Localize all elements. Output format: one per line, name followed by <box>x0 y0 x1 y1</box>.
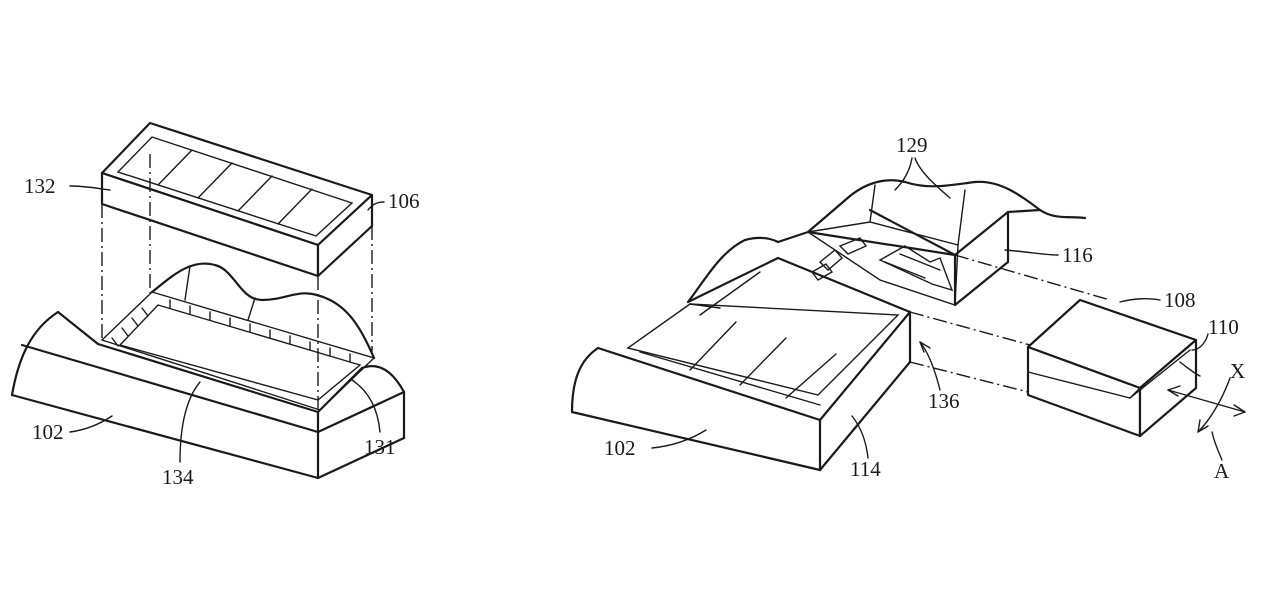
leader-132 <box>69 185 111 191</box>
arrow-a-curve <box>1197 377 1231 433</box>
leader-129-b <box>914 157 951 199</box>
spring-contacts <box>810 237 954 292</box>
leader-131 <box>351 379 381 433</box>
leader-129-a <box>894 157 913 191</box>
leader-102-left <box>69 415 113 433</box>
label-110: 110 <box>1208 315 1239 339</box>
base-front-top-edge <box>20 343 320 434</box>
leader-108 <box>1119 297 1161 303</box>
recess-wall-ticks <box>111 299 351 363</box>
base-wavy-back <box>150 262 376 360</box>
label-114: 114 <box>850 457 881 481</box>
housing-116-side-wall <box>953 210 1010 307</box>
base-right-top-face-bg <box>600 302 910 420</box>
base-102-left <box>10 262 406 480</box>
leader-114 <box>851 415 869 459</box>
recess-134-floor <box>118 304 362 401</box>
label-102-left: 102 <box>32 420 64 444</box>
left-figure: 132 106 102 134 131 <box>10 121 420 489</box>
base-broken-edge-right <box>360 365 406 394</box>
module-106-inner-panel <box>116 136 354 237</box>
right-figure: 129 116 108 110 X 136 102 114 A <box>570 133 1246 483</box>
label-x: X <box>1230 359 1245 383</box>
pocket-interior <box>806 221 959 306</box>
module-106 <box>100 121 374 278</box>
leader-116 <box>1004 249 1059 256</box>
housing-wavy-top <box>848 179 1087 220</box>
leader-106 <box>367 201 385 211</box>
base-right-broken-edge <box>570 346 600 414</box>
module-108 <box>1026 298 1198 438</box>
leader-134 <box>179 381 201 463</box>
module-106-cell-divider <box>197 162 233 199</box>
label-131: 131 <box>364 435 396 459</box>
housing-116 <box>806 179 1087 307</box>
arrow-x <box>1167 389 1246 413</box>
right-alignment-lines <box>909 254 1111 393</box>
label-106: 106 <box>388 189 420 213</box>
module-106-cell-divider <box>277 188 313 225</box>
base-top-edge <box>56 310 364 414</box>
label-134: 134 <box>162 465 194 489</box>
label-132: 132 <box>24 174 56 198</box>
base-102-right <box>570 230 912 472</box>
leader-102-right <box>651 429 707 449</box>
module-106-cell-divider <box>237 175 273 212</box>
left-alignment-lines <box>101 154 373 412</box>
label-116: 116 <box>1062 243 1093 267</box>
leader-136 <box>919 341 941 391</box>
label-a: A <box>1214 459 1230 483</box>
label-102-right: 102 <box>604 436 636 460</box>
label-129: 129 <box>896 133 928 157</box>
module-106-cell-divider <box>157 149 193 186</box>
installed-module <box>626 303 900 396</box>
direction-arrows <box>1167 361 1246 461</box>
base-right-wavy-back <box>686 236 780 304</box>
module-108-edge-110 <box>1129 349 1191 399</box>
label-108: 108 <box>1164 288 1196 312</box>
label-136: 136 <box>928 389 960 413</box>
leader-110 <box>1191 333 1209 351</box>
